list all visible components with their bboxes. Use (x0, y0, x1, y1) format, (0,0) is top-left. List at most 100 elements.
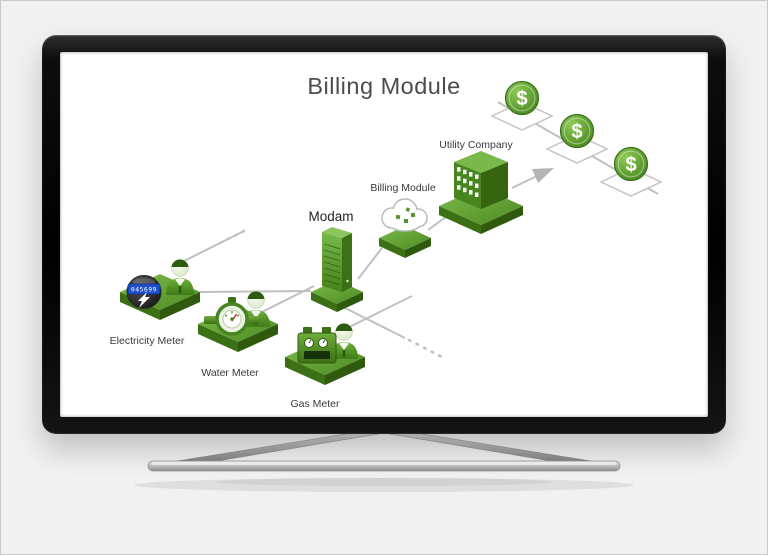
dollar-symbol: $ (625, 154, 636, 176)
flow-arrow-icon (532, 168, 554, 183)
gauge-hub (230, 317, 234, 321)
gauge-ticks (224, 311, 240, 317)
vent-slat (323, 267, 341, 274)
dollar-coin-icon (613, 146, 649, 182)
modem-vents (323, 243, 341, 286)
dollar-symbol: $ (516, 88, 527, 110)
cloud-data-dot (410, 212, 416, 218)
billing-module-label: Billing Module (370, 182, 436, 194)
billing-modem-line (357, 247, 383, 280)
platform-right (160, 292, 200, 320)
coin-ring (563, 117, 591, 145)
platform-left (439, 206, 481, 234)
building-window (475, 174, 479, 179)
dial-needle (308, 339, 312, 344)
electricity-meter-node: 045699 Electricity Meter (110, 258, 200, 347)
building-window (463, 178, 467, 184)
modem-branch-line (336, 303, 406, 339)
building-window (475, 183, 479, 188)
utility-company-node: Utility Company (439, 139, 523, 234)
gauge-tick (236, 314, 240, 317)
platform-left (311, 292, 337, 312)
vent-slat (323, 255, 341, 262)
stand-shadow (134, 478, 634, 492)
building-window (457, 167, 461, 172)
building-window (457, 185, 461, 190)
money-node-2: $ (545, 113, 609, 164)
modem-top (322, 227, 352, 238)
money-node-3: $ (599, 146, 663, 197)
monitor-frame: Billing Module $ (42, 35, 726, 434)
platform-left (285, 357, 325, 385)
money-node-1: $ (490, 80, 554, 131)
gas-meter-icon (297, 327, 337, 364)
platform-left (379, 238, 405, 258)
modem-led (346, 279, 349, 283)
building-window (463, 169, 467, 175)
electricity-meter-icon: 045699 (126, 275, 162, 309)
dollar-coin-icon (504, 80, 540, 116)
building-window (475, 192, 479, 197)
meter-display: 045699 (131, 287, 157, 294)
vent-slat (323, 249, 341, 256)
water-meter-icon (204, 297, 260, 336)
vent-slat (323, 279, 341, 286)
building-window (457, 176, 461, 181)
cloud-data-dot (405, 207, 411, 212)
dollar-symbol: $ (571, 121, 582, 143)
building-window (469, 181, 473, 186)
cloud-data-dot (404, 219, 408, 223)
gas-register (304, 351, 330, 359)
platform-right (405, 238, 431, 258)
billing-module-node: Billing Module (370, 182, 436, 258)
platform-right (337, 292, 363, 312)
building-icon (454, 151, 508, 209)
dial-needle (322, 339, 326, 344)
gas-meter-label: Gas Meter (290, 398, 340, 410)
building-windows (457, 167, 479, 197)
vent-slat (323, 273, 341, 280)
building-window (469, 172, 473, 177)
gas-meter-node: Gas Meter (285, 322, 365, 410)
electricity-uplink-line (179, 230, 245, 264)
gauge-tick (224, 314, 228, 317)
modem-side (342, 233, 352, 292)
water-meter-node: Water Meter (198, 290, 278, 379)
monitor-stand (0, 432, 768, 513)
cloud-data-dots (395, 207, 416, 223)
meter-display-band (127, 283, 161, 295)
building-side (481, 162, 508, 209)
vent-slat (323, 261, 341, 268)
modem-tower-icon (322, 227, 352, 292)
platform-right (325, 357, 365, 385)
stand-right-leg (383, 432, 605, 464)
stand-shadow-inner (214, 478, 554, 486)
utility-company-label: Utility Company (439, 139, 513, 151)
electricity-meter-label: Electricity Meter (110, 335, 185, 347)
building-window (463, 187, 467, 193)
vent-slat (323, 243, 341, 250)
cloud-data-dot (395, 214, 401, 220)
stand-graphic (134, 432, 634, 492)
gas-pipe (303, 327, 312, 334)
water-meter-label: Water Meter (201, 367, 259, 379)
platform-right (238, 324, 278, 352)
coin-ring (617, 150, 645, 178)
coin-ring (508, 84, 536, 112)
lightning-bolt-icon (138, 292, 150, 308)
person-icon (164, 258, 196, 297)
stand-base-highlight (152, 462, 616, 465)
diagram-title: Billing Module (307, 73, 460, 99)
building-front (454, 162, 481, 209)
stand-left-leg (163, 432, 385, 464)
gas-pipe (322, 327, 331, 334)
cloud-icon (381, 198, 428, 232)
monitor-screen: Billing Module $ (60, 52, 708, 417)
modem-front (322, 232, 342, 292)
platform-right (481, 206, 523, 234)
dollar-coin-icon (559, 113, 595, 149)
dashed-connector-bottom-right (407, 338, 446, 360)
platform-left (198, 324, 238, 352)
utility-to-money-line (511, 174, 540, 189)
